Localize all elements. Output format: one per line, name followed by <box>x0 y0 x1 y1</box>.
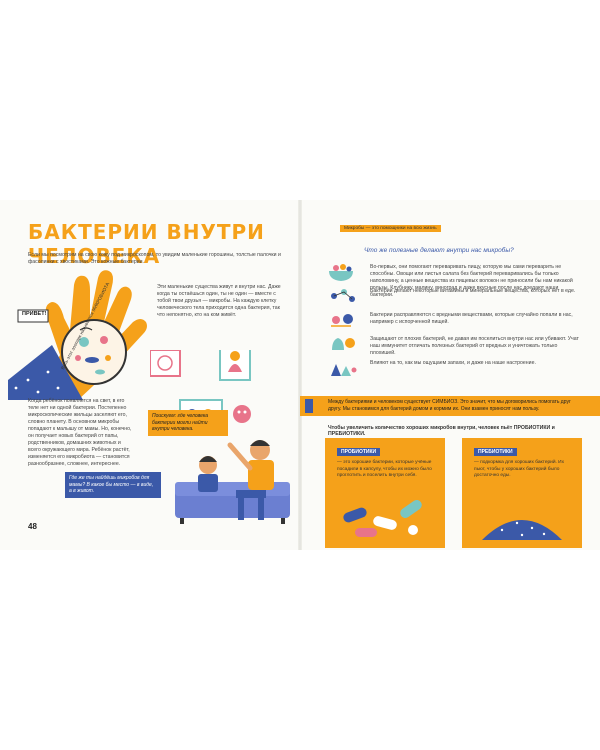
child-text: Когда ребёнок появляется на свет, в его … <box>28 398 132 467</box>
hand-illustration <box>8 270 147 400</box>
mood-icon <box>331 364 357 376</box>
family-scene-illustration <box>150 350 290 524</box>
right-page: Микробы — это помощники на всю жизнь Что… <box>300 200 600 550</box>
probiotics-card: ПРОБИОТИКИ — это хорошие бактерии, котор… <box>325 438 445 548</box>
card-text: — это хорошие бактерии, которые учёные п… <box>337 460 432 478</box>
section-heading: Что же полезные делают внутри нас микроб… <box>364 247 514 254</box>
germ-defense-icon <box>332 338 355 350</box>
orange-speech-bubble: Поискуем: где человека бактерии могли на… <box>148 410 228 436</box>
vitamin-molecule-icon <box>331 289 355 302</box>
list-item: Бактерии расправляются с вредными вещест… <box>326 310 582 332</box>
list-item-text: Бактерии расправляются с вредными вещест… <box>370 312 573 325</box>
greeting-label: ПРИВЕТ! <box>22 311 47 317</box>
page-number: 48 <box>28 522 37 531</box>
benefits-list: Во-первых, они помогают переваривать пищ… <box>326 262 582 382</box>
capsules-icon <box>343 499 422 537</box>
list-item: Во-первых, они помогают переваривать пищ… <box>326 262 582 298</box>
intro-text: Если мы посмотрим на свою кожу под микро… <box>28 252 281 265</box>
powder-icon <box>482 520 562 540</box>
list-item: Бактерии делают некоторые витамины и мин… <box>326 286 582 308</box>
card-tag: ПРЕБИОТИКИ <box>474 448 517 456</box>
list-item-text: Влияют на то, как мы ощущаем запахи, и д… <box>370 360 536 366</box>
protection-icon <box>331 314 353 327</box>
symbiosis-banner: Между бактериями и человеком существует … <box>300 396 600 416</box>
left-page: БАКТЕРИИ ВНУТРИ ЧЕЛОВЕКА Если мы посмотр… <box>0 200 300 550</box>
helpers-tag: Микробы — это помощники на всю жизнь <box>340 225 441 232</box>
list-item-text: Бактерии делают некоторые витамины и мин… <box>370 288 576 294</box>
blue-speech-bubble: Где же ты найдёшь микробов для мамы? В к… <box>65 472 161 498</box>
page-title: БАКТЕРИИ ВНУТРИ ЧЕЛОВЕКА <box>28 220 265 268</box>
prebiotics-card: ПРЕБИОТИКИ — подкормка для хороших бакте… <box>462 438 582 548</box>
book-spread: БАКТЕРИИ ВНУТРИ ЧЕЛОВЕКА Если мы посмотр… <box>0 200 600 550</box>
book-gutter <box>298 200 302 550</box>
list-item: Защищают от плохих бактерий, не давая им… <box>326 334 582 356</box>
banner-marker <box>305 399 313 413</box>
microbes-text: Эти маленькие существа живут и внутри на… <box>157 284 281 318</box>
card-tag: ПРОБИОТИКИ <box>337 448 381 456</box>
card-text: — подкормка для хороших бактерий. Их пью… <box>474 460 565 478</box>
list-item: Влияют на то, как мы ощущаем запахи, и д… <box>326 358 582 380</box>
list-item-text: Защищают от плохих бактерий, не давая им… <box>370 336 579 356</box>
probiotic-intro: Чтобы увеличить количество хороших микро… <box>328 425 555 437</box>
vegetable-bowl-icon <box>329 264 353 281</box>
list-item-text: Во-первых, они помогают переваривать пищ… <box>370 264 573 298</box>
symbiosis-text: Между бактериями и человеком существует … <box>328 399 571 412</box>
